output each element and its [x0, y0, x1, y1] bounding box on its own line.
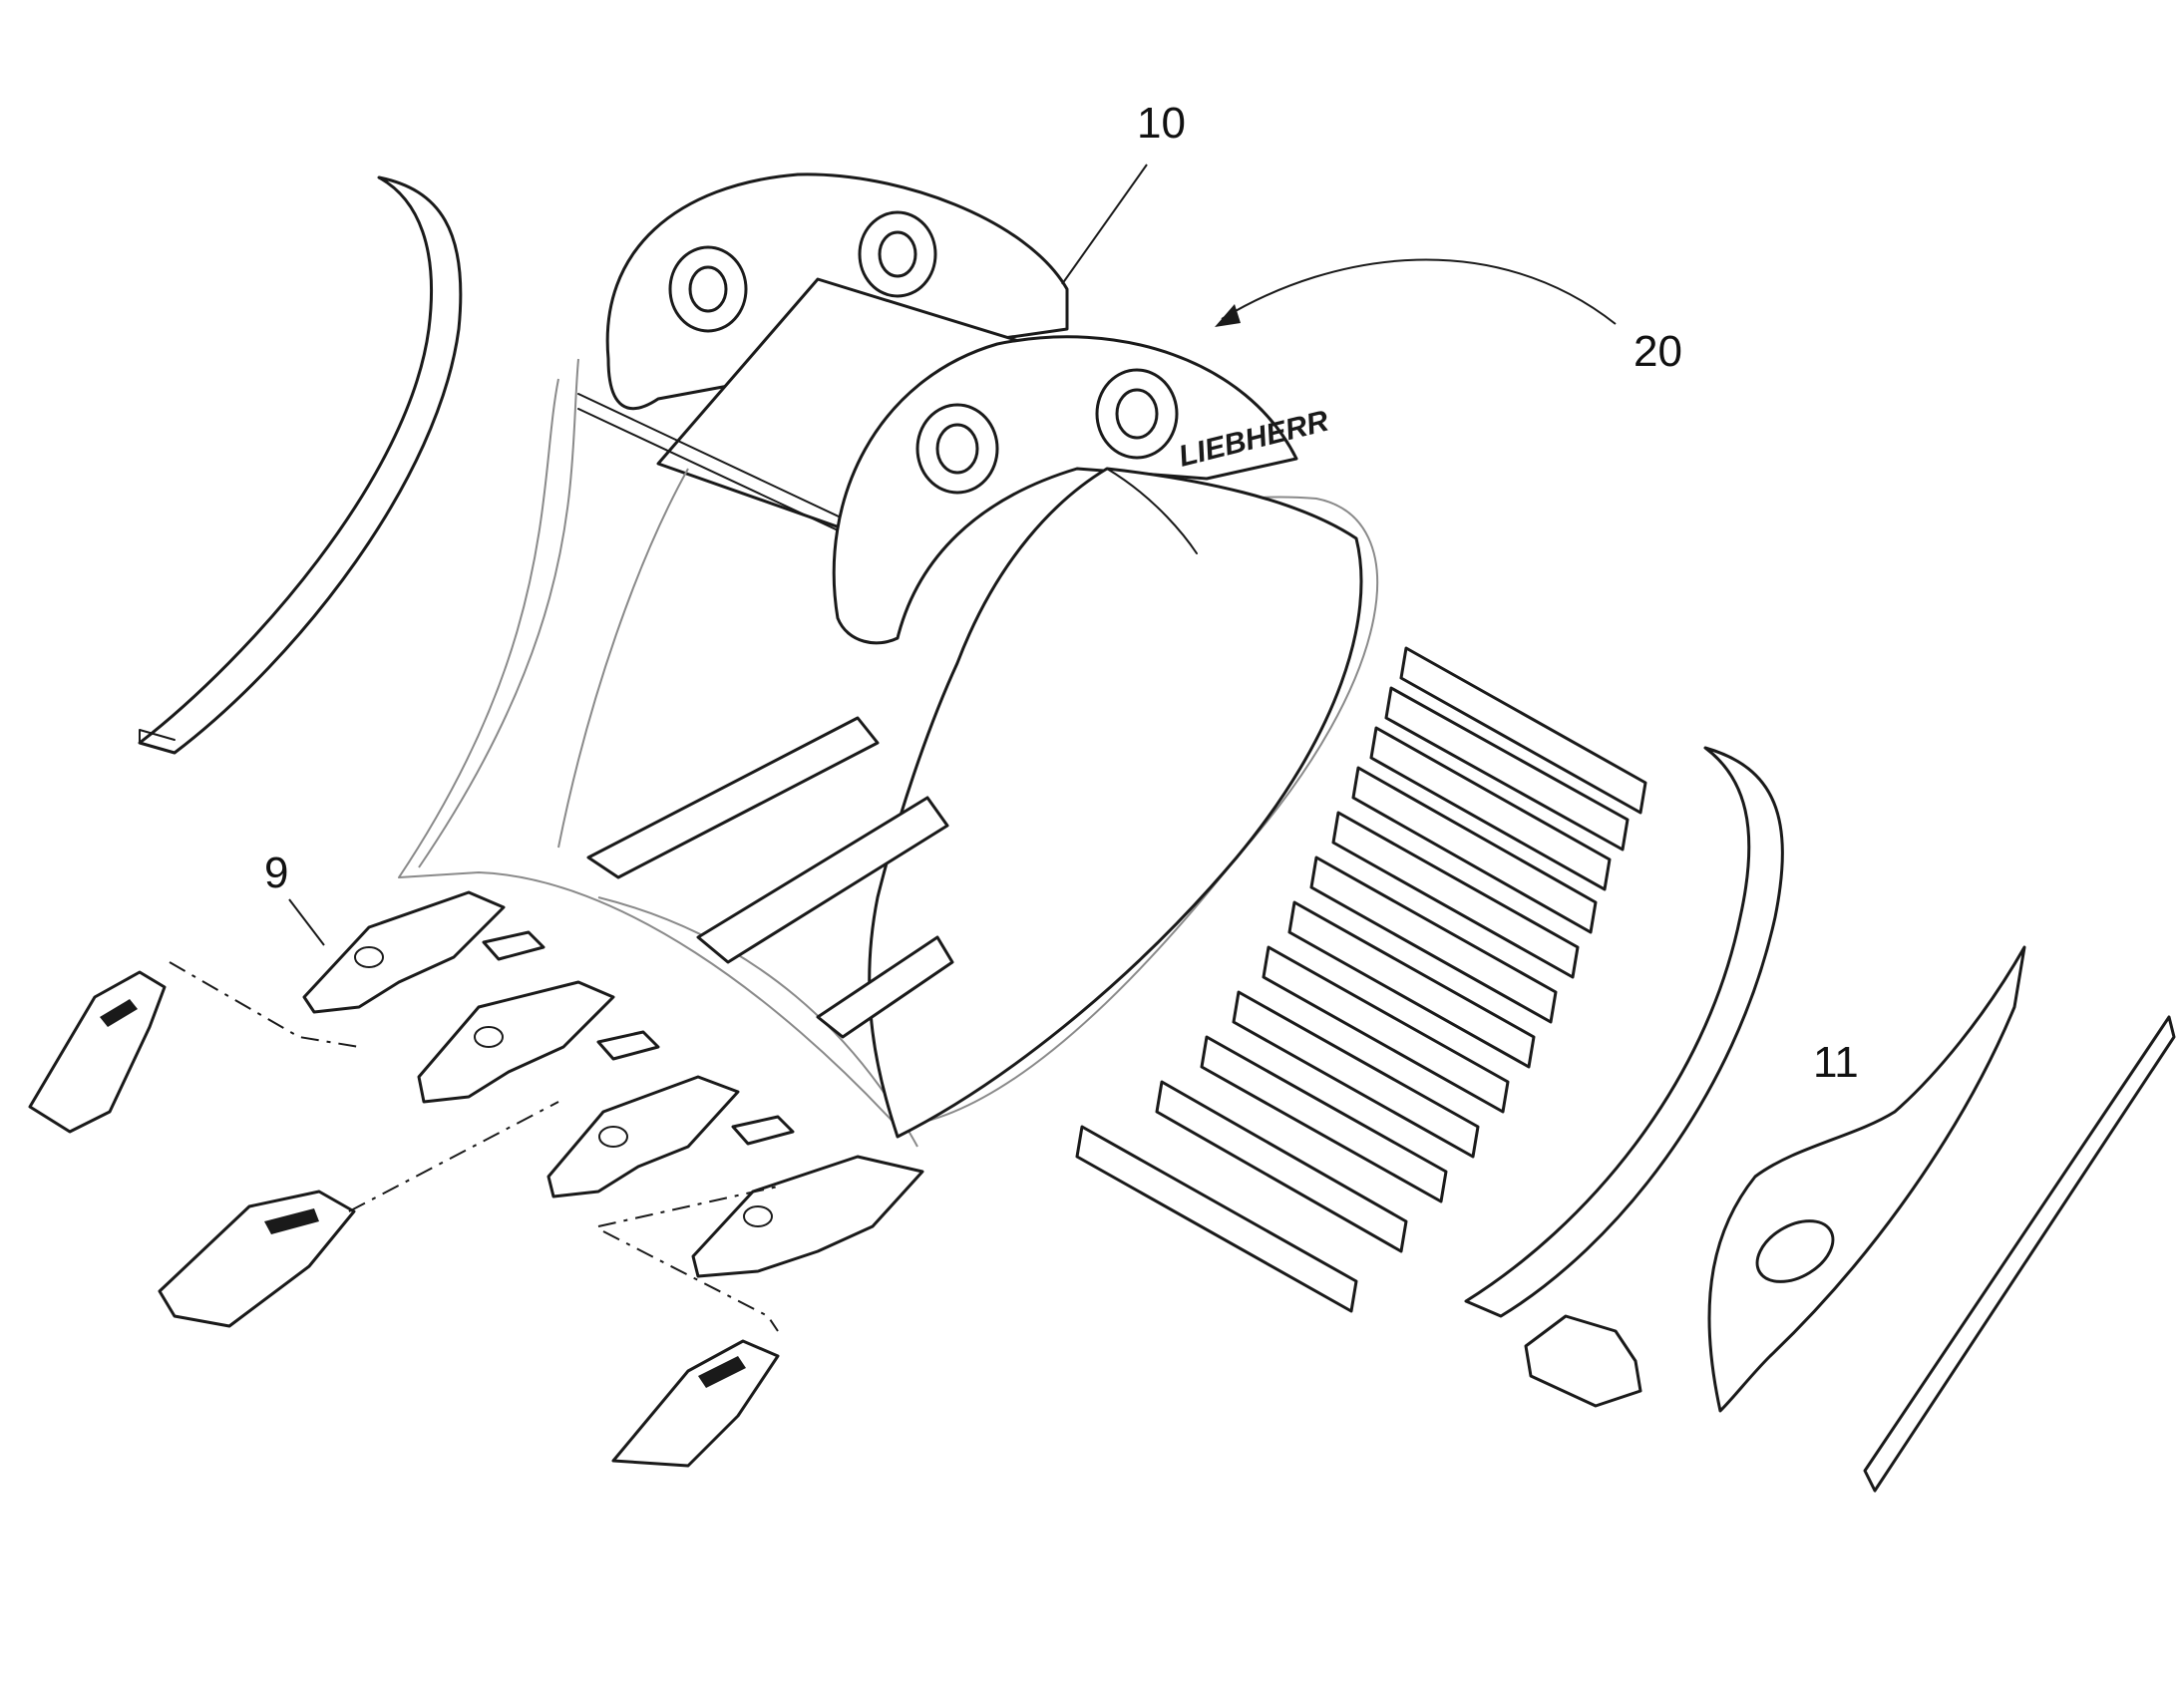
tooth-adapters [302, 890, 924, 1278]
label-wear-parts: 11 [1813, 1038, 1859, 1087]
label-bucket-body: 10 [1137, 99, 1186, 148]
left-side-wear-strip [138, 175, 463, 755]
right-wear-parts [1464, 746, 2176, 1493]
bottom-wear-bars [1075, 646, 1647, 1313]
tooth-tips [28, 970, 780, 1468]
label-tooth-system: 9 [264, 849, 288, 897]
assembly-lines [169, 961, 779, 1332]
bucket-body: LIEBHERR [398, 172, 1379, 1148]
leader-lines [288, 164, 1617, 946]
label-bucket-assembly: 20 [1634, 327, 1682, 376]
